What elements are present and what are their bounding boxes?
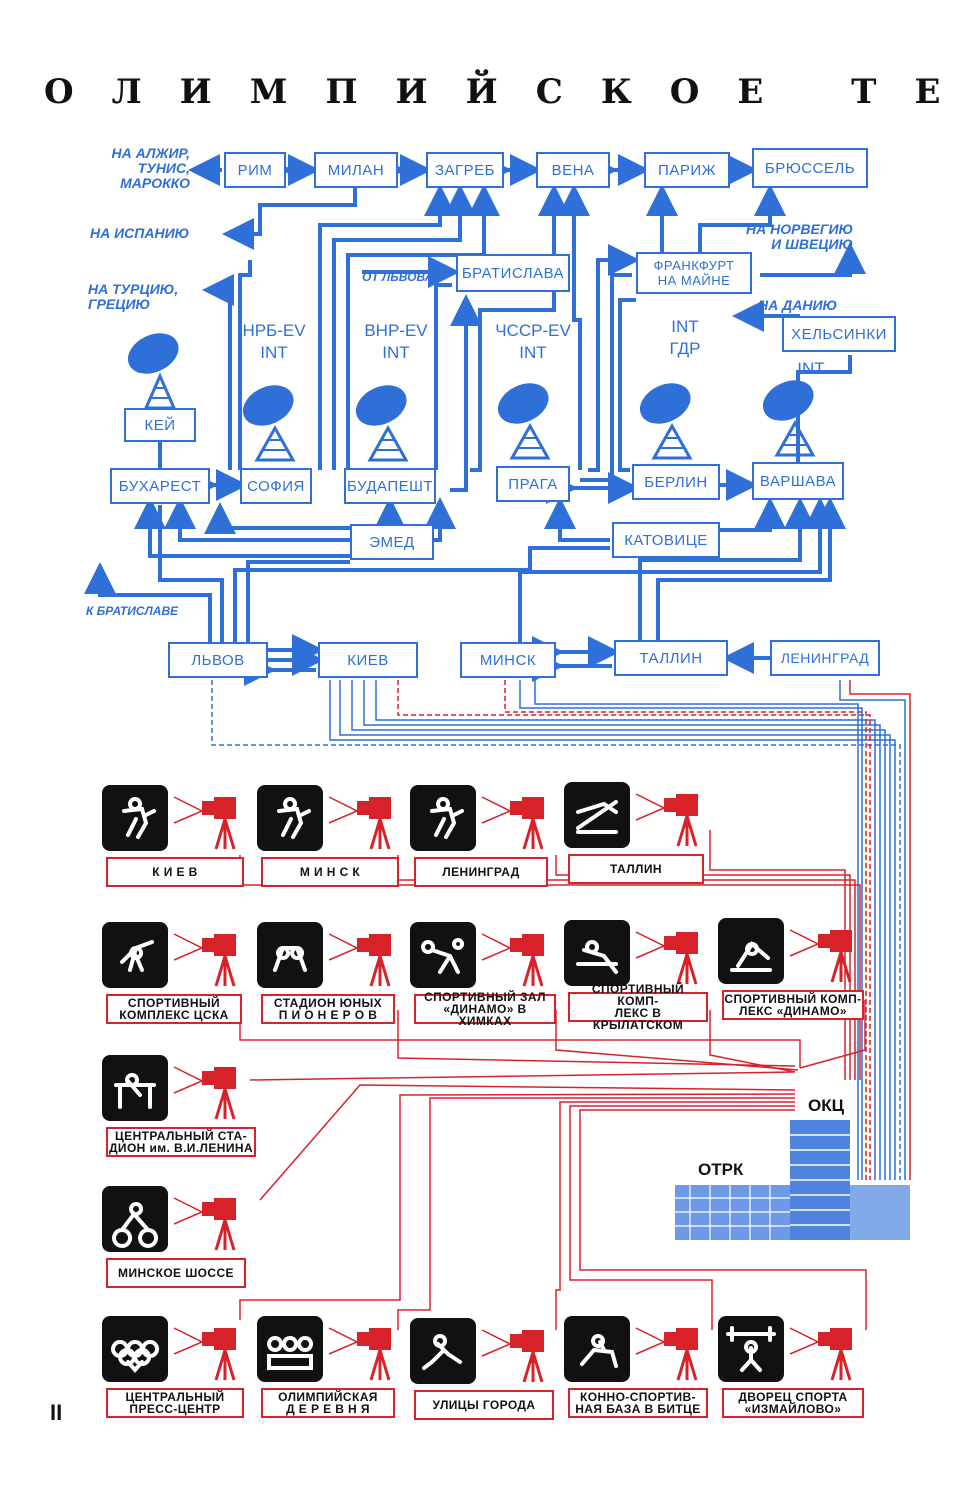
route-norvegiya: НА НОРВЕГИЮ И ШВЕЦИЮ	[746, 221, 854, 252]
int-chssr: ЧССР-EV INT	[495, 321, 571, 362]
node-minsk: МИНСК	[460, 642, 556, 678]
okc-building	[790, 1120, 850, 1240]
venue-caption: К И Е В	[106, 857, 244, 887]
tv-camera-icon	[635, 931, 698, 985]
weightlifting-icon	[718, 1316, 784, 1382]
venue-caption: ТАЛЛИН	[568, 854, 704, 884]
route-daniya: НА ДАНИЮ	[758, 297, 838, 313]
route-ispaniya: НА ИСПАНИЮ	[90, 225, 190, 241]
tv-camera-icon	[789, 929, 852, 983]
venue-caption: СПОРТИВНЫЙ КОМП- ЛЕКС В КРЫЛАТСКОМ	[568, 983, 708, 1031]
node-vena: ВЕНА	[536, 152, 610, 188]
sailing-icon	[564, 782, 630, 848]
node-zagreb: ЗАГРЕБ	[426, 152, 504, 188]
tv-camera-icon	[173, 1066, 236, 1120]
venue-caption: УЛИЦЫ ГОРОДА	[414, 1390, 554, 1420]
page-title: ОЛИМПИЙСКОЕ ТЕ	[44, 72, 960, 112]
venue-caption: КОННО-СПОРТИВ- НАЯ БАЗА В БИТЦЕ	[568, 1388, 708, 1418]
node-parizh: ПАРИЖ	[644, 152, 730, 188]
football-icon	[257, 785, 323, 851]
venue-caption: СТАДИОН ЮНЫХ П И О Н Е Р О В	[261, 994, 395, 1024]
rowing-icon	[564, 920, 630, 986]
football-icon	[410, 785, 476, 851]
node-bukharest: БУХАРЕСТ	[110, 468, 210, 504]
tv-camera-icon	[173, 1197, 236, 1251]
int-gdr: INT ГДР	[669, 317, 701, 358]
otrk-building	[675, 1185, 910, 1240]
node-kei: КЕЙ	[124, 408, 196, 442]
venue-caption: ЛЕНИНГРАД	[414, 857, 548, 887]
node-rim: РИМ	[224, 152, 286, 188]
football-icon	[102, 785, 168, 851]
tv-camera-icon	[173, 796, 236, 850]
node-milan: МИЛАН	[314, 152, 398, 188]
olympic-rings-icon	[102, 1316, 168, 1382]
route-alzhir: НА АЛЖИР, ТУНИС, МАРОККО	[111, 145, 190, 191]
node-lvov: ЛЬВОВ	[168, 642, 268, 678]
node-emed: ЭМЕД	[350, 524, 434, 560]
node-bratislava: БРАТИСЛАВА	[456, 254, 570, 292]
shooting-icon	[718, 918, 784, 984]
okc-label: ОКЦ	[808, 1096, 845, 1115]
node-kiev: КИЕВ	[318, 642, 418, 678]
venue-caption: ОЛИМПИЙСКАЯ Д Е Р Е В Н Я	[261, 1388, 395, 1418]
tv-camera-icon	[789, 1327, 852, 1381]
tv-camera-icon	[481, 1329, 544, 1383]
tv-camera-icon	[481, 933, 544, 987]
venue-caption: ДВОРЕЦ СПОРТА «ИЗМАЙЛОВО»	[722, 1388, 864, 1418]
wrestling-icon	[257, 922, 323, 988]
venue-caption: СПОРТИВНЫЙ КОМПЛЕКС ЦСКА	[106, 994, 242, 1024]
tv-camera-icon	[328, 933, 391, 987]
node-bryussel: БРЮССЕЛЬ	[752, 148, 868, 188]
route-k-bratislave: К БРАТИСЛАВЕ	[86, 604, 179, 618]
hurdles-icon	[102, 1055, 168, 1121]
route-otlvova: ОТ ЛЬВОВА	[362, 270, 434, 284]
venue-caption: МИНСКОЕ ШОССЕ	[106, 1258, 246, 1288]
venue-caption: М И Н С К	[261, 857, 399, 887]
handball-icon	[410, 922, 476, 988]
route-turtsiya: НА ТУРЦИЮ, ГРЕЦИЮ	[88, 281, 179, 312]
node-tallin: ТАЛЛИН	[614, 640, 728, 676]
otrk-label: ОТРК	[698, 1160, 744, 1179]
int-vnr: ВНР-EV INT	[364, 321, 428, 362]
int-nrb: НРБ-EV INT	[242, 321, 306, 362]
tv-camera-icon	[328, 796, 391, 850]
node-praga: ПРАГА	[496, 466, 570, 502]
olympic-village-icon	[257, 1316, 323, 1382]
page-number: II	[50, 1400, 63, 1425]
tv-camera-icon	[173, 1327, 236, 1381]
node-varshava: ВАРШАВА	[752, 462, 844, 500]
node-leningrad: ЛЕНИНГРАД	[770, 640, 880, 676]
satellite-dish-icons	[127, 333, 816, 462]
venue-caption: СПОРТИВНЫЙ КОМП- ЛЕКС «ДИНАМО»	[722, 990, 864, 1020]
node-katovitse: КАТОВИЦЕ	[612, 522, 720, 558]
tv-camera-icon	[635, 793, 698, 847]
cycling-icon	[102, 1186, 168, 1252]
fencing-icon	[102, 922, 168, 988]
marathon-icon	[410, 1318, 476, 1384]
tv-camera-icon	[635, 1327, 698, 1381]
node-sofia: СОФИЯ	[240, 468, 312, 504]
venue-caption: ЦЕНТРАЛЬНЫЙ ПРЕСС-ЦЕНТР	[106, 1388, 244, 1418]
tv-camera-icon	[328, 1327, 391, 1381]
tv-camera-icon	[173, 933, 236, 987]
int-int: INT	[797, 359, 825, 378]
tv-camera-icon	[481, 796, 544, 850]
equestrian-icon	[564, 1316, 630, 1382]
node-helsinki: ХЕЛЬСИНКИ	[782, 316, 896, 352]
node-frankfurt: ФРАНКФУРТ НА МАЙНЕ	[636, 252, 752, 294]
venue-caption: СПОРТИВНЫЙ ЗАЛ «ДИНАМО» В ХИМКАХ	[414, 991, 556, 1027]
node-budapesht: БУДАПЕШТ	[344, 468, 436, 504]
venue-caption: ЦЕНТРАЛЬНЫЙ СТА- ДИОН им. В.И.ЛЕНИНА	[106, 1127, 256, 1157]
node-berlin: БЕРЛИН	[632, 464, 720, 500]
